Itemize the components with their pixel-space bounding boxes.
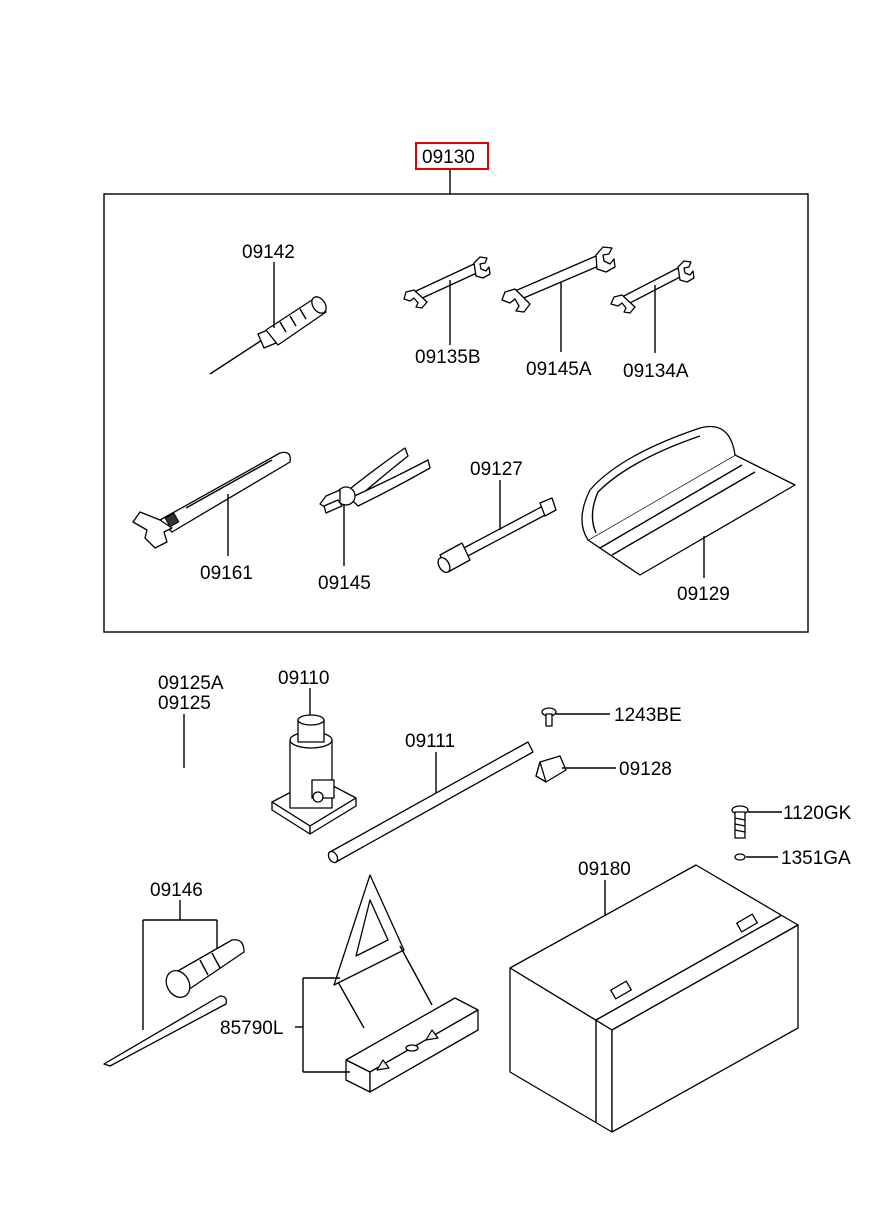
label-09128[interactable]: 09128 [619,759,672,780]
tool-kit-frame [103,193,809,633]
screwdriver-icon[interactable] [209,294,329,375]
label-09110[interactable]: 09110 [278,668,329,689]
spanner-medium-icon[interactable] [610,260,695,314]
extension-rod-icon[interactable] [327,741,534,864]
label-09125[interactable]: 09125 [158,693,211,714]
pliers-icon[interactable] [319,447,431,514]
label-09130[interactable]: 09130 [422,147,475,168]
socket-bar-icon[interactable] [436,497,557,574]
label-09180[interactable]: 09180 [578,859,631,880]
label-85790L[interactable]: 85790L [220,1018,283,1039]
label-09145A[interactable]: 09145A [526,359,592,380]
header-highlight-box[interactable] [415,142,489,170]
label-09145[interactable]: 09145 [318,573,371,594]
label-1351GA[interactable]: 1351GA [781,848,851,869]
screw-icon[interactable] [541,707,557,727]
nut-icon[interactable] [734,853,746,861]
label-09146[interactable]: 09146 [150,880,203,901]
label-09142[interactable]: 09142 [242,242,295,263]
label-1243BE[interactable]: 1243BE [614,705,682,726]
clip-icon[interactable] [535,755,567,783]
spanner-small-icon[interactable] [403,256,491,309]
jack-handle-icon[interactable] [127,752,233,821]
bottle-jack-icon[interactable] [271,714,357,835]
tool-bag-icon[interactable] [581,426,796,576]
bolt-icon[interactable] [731,805,749,839]
label-09129[interactable]: 09129 [677,584,730,605]
label-09127[interactable]: 09127 [470,459,523,480]
label-1120GK[interactable]: 1120GK [783,803,852,824]
storage-box-icon[interactable] [509,864,799,1133]
label-09161[interactable]: 09161 [200,563,253,584]
label-09135B[interactable]: 09135B [415,347,481,368]
tire-tool-icon[interactable] [103,939,245,1067]
spanner-large-icon[interactable] [501,246,616,313]
label-09125A[interactable]: 09125A [158,673,224,694]
label-09134A[interactable]: 09134A [623,361,689,382]
warning-triangle-icon[interactable] [333,874,479,1093]
label-09111[interactable]: 09111 [405,731,455,752]
adjustable-wrench-icon[interactable] [132,451,291,549]
